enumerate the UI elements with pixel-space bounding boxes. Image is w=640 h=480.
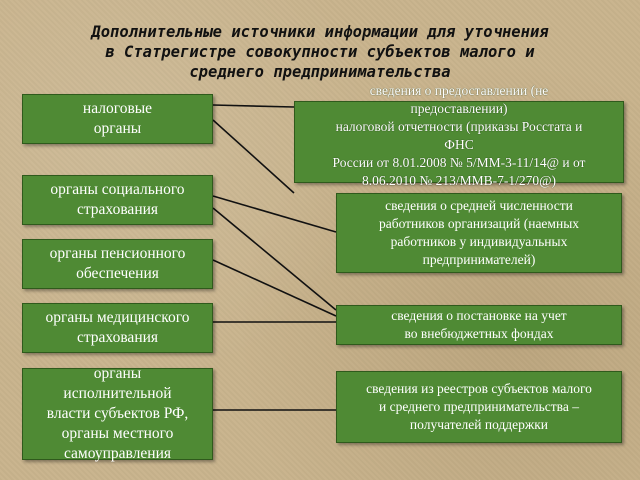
connector-social	[212, 195, 337, 233]
page-title: Дополнительные источники информации для …	[20, 22, 620, 82]
connector-tax	[212, 104, 295, 108]
title-line-1: Дополнительные источники информации для …	[91, 23, 549, 41]
title-line-2: в Статрегистре совокупности субъектов ма…	[105, 43, 535, 61]
connector-social	[212, 207, 337, 311]
connector-tax	[212, 119, 295, 194]
connector-pension	[212, 259, 337, 317]
title-line-3: среднего предпринимательства	[189, 63, 451, 81]
